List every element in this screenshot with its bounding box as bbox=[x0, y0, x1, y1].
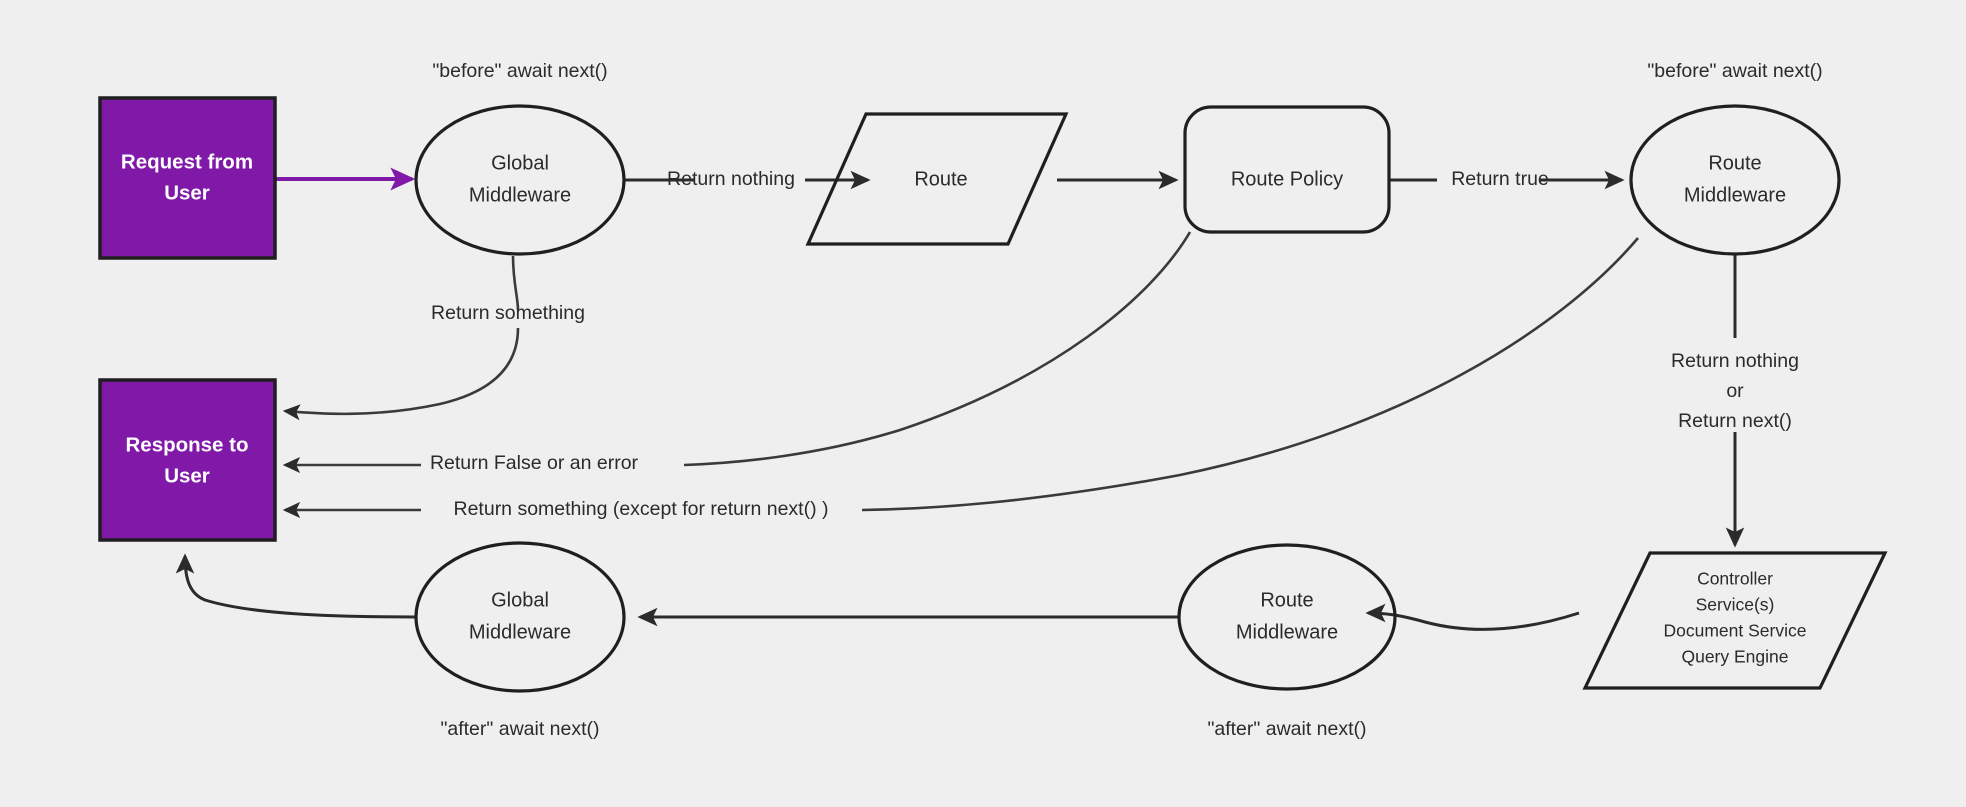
node-route[interactable] bbox=[805, 112, 1069, 246]
controller-label-line2: Service(s) bbox=[1696, 595, 1775, 615]
edge-label-return-something-global: Return something bbox=[431, 302, 585, 324]
edge-global-return-something-stub bbox=[511, 255, 520, 311]
edge-label-return-true: Return true bbox=[1451, 168, 1549, 190]
response-box-label-line1: Response to bbox=[125, 433, 248, 456]
edge-routemw-return-something-right bbox=[861, 237, 1639, 512]
edge-label-return-nothing-or-next-line1: Return nothing bbox=[1671, 350, 1799, 372]
node-route-middleware-top[interactable] bbox=[1629, 104, 1841, 256]
node-global-middleware-bottom[interactable] bbox=[414, 541, 626, 693]
route-middleware-bottom-label-line1: Route bbox=[1260, 589, 1313, 611]
route-middleware-bottom-label-line2: Middleware bbox=[1236, 621, 1338, 643]
request-box-label-line2: User bbox=[164, 181, 210, 204]
node-response-to-user[interactable] bbox=[98, 378, 277, 542]
node-request-from-user[interactable] bbox=[98, 96, 277, 260]
controller-label-line1: Controller bbox=[1697, 569, 1773, 589]
request-box-label-line1: Request from bbox=[121, 150, 253, 173]
response-box-label-line2: User bbox=[164, 464, 210, 487]
global-middleware-bottom-label-line2: Middleware bbox=[469, 621, 571, 643]
route-middleware-top-label-line1: Route bbox=[1708, 152, 1761, 174]
edge-label-return-nothing: Return nothing bbox=[667, 168, 795, 190]
annotation-before-await-next-global: "before" await next() bbox=[432, 60, 607, 82]
edge-label-return-false-or-error: Return False or an error bbox=[430, 452, 639, 474]
route-policy-label: Route Policy bbox=[1231, 168, 1343, 190]
edge-global-return-something bbox=[282, 327, 520, 421]
edge-label-return-nothing-or-next-line3: Return next() bbox=[1678, 410, 1792, 432]
edge-policy-return-false-right bbox=[683, 231, 1192, 467]
route-middleware-top-label-line2: Middleware bbox=[1684, 184, 1786, 206]
controller-label-line4: Query Engine bbox=[1681, 647, 1788, 667]
edge-label-return-nothing-or-next-line2: or bbox=[1726, 380, 1744, 402]
annotation-before-await-next-route: "before" await next() bbox=[1647, 60, 1822, 82]
node-controller-services[interactable] bbox=[1582, 551, 1888, 690]
annotation-after-await-next-route: "after" await next() bbox=[1207, 718, 1366, 740]
global-middleware-top-label-line2: Middleware bbox=[469, 184, 571, 206]
edge-global-bottom-to-response bbox=[175, 553, 417, 619]
route-label: Route bbox=[914, 168, 967, 190]
controller-label-line3: Document Service bbox=[1664, 621, 1807, 641]
node-global-middleware-top[interactable] bbox=[414, 104, 626, 256]
edge-controller-to-routemw-bottom bbox=[1365, 603, 1580, 631]
global-middleware-bottom-label-line1: Global bbox=[491, 589, 549, 611]
edge-label-return-something-except-next: Return something (except for return next… bbox=[454, 498, 829, 520]
node-route-policy[interactable] bbox=[1183, 105, 1391, 234]
annotation-after-await-next-global: "after" await next() bbox=[440, 718, 599, 740]
node-route-middleware-bottom[interactable] bbox=[1177, 543, 1397, 691]
global-middleware-top-label-line1: Global bbox=[491, 152, 549, 174]
